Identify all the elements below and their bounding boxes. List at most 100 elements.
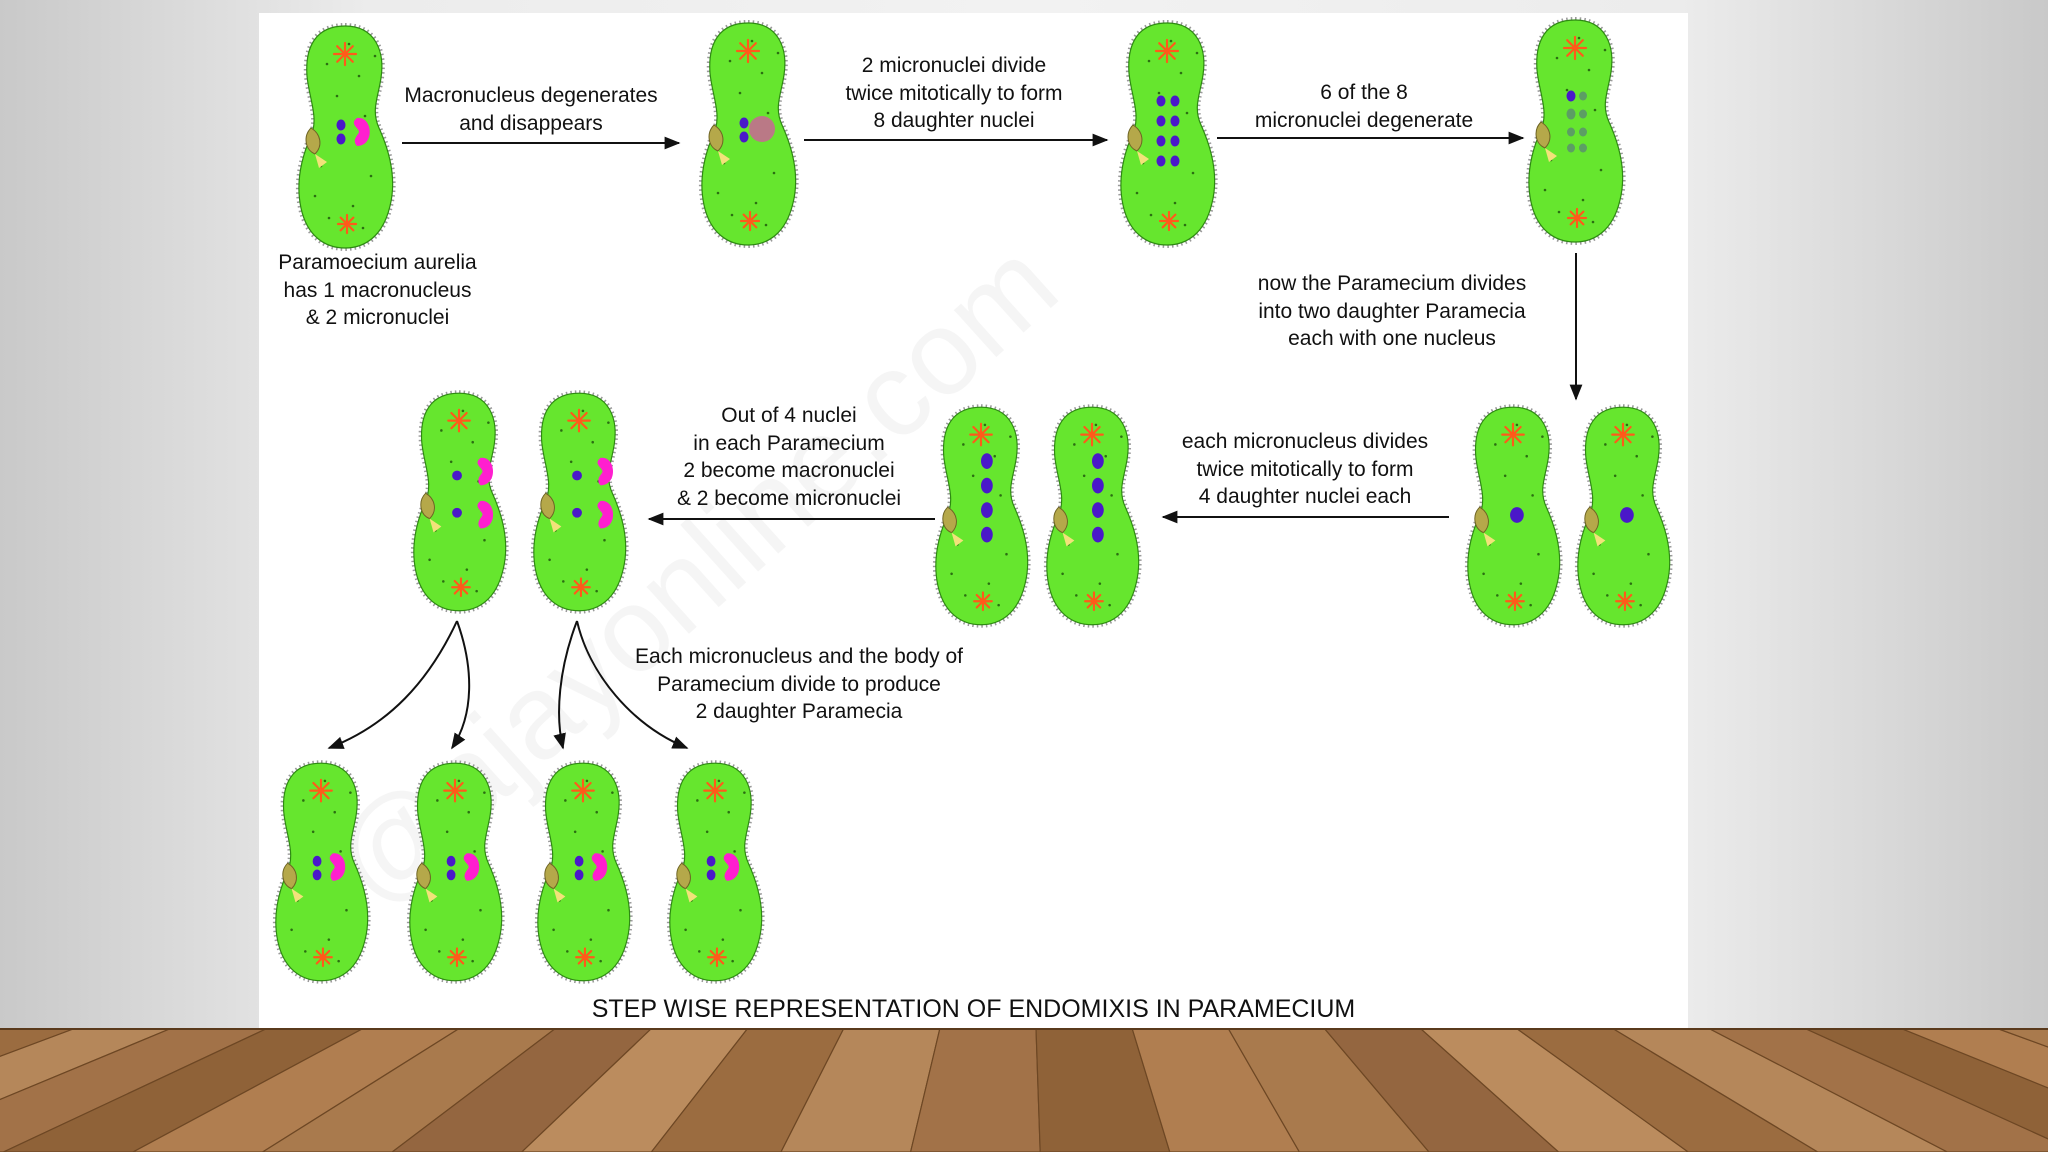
contractile-vacuole-icon xyxy=(451,577,471,598)
floor-plank xyxy=(780,1028,941,1152)
gullet xyxy=(1137,151,1149,165)
label-initial-state: Paramoecium aurelia has 1 macronucleus &… xyxy=(278,251,477,329)
contractile-vacuole-icon xyxy=(1158,210,1180,232)
contractile-vacuole-icon xyxy=(1501,422,1525,447)
micronucleus xyxy=(1579,91,1587,101)
contractile-vacuole-icon xyxy=(1154,38,1180,64)
micronucleus xyxy=(1170,155,1180,167)
floor-plank xyxy=(1131,1028,1301,1152)
micronucleus xyxy=(706,855,716,867)
micronucleus xyxy=(1567,143,1575,153)
contractile-vacuole-icon xyxy=(1615,591,1635,612)
micronucleus xyxy=(336,133,346,145)
cell-body xyxy=(1120,22,1216,246)
macronucleus xyxy=(597,500,614,529)
contractile-vacuole-icon xyxy=(703,778,727,803)
micronucleus xyxy=(1620,507,1634,523)
floor-plank xyxy=(1995,1028,2048,1048)
floor-plank xyxy=(909,1028,1041,1152)
cytoplasm-granules xyxy=(1135,39,1199,227)
paramecium-cell xyxy=(698,19,799,249)
macronucleus xyxy=(477,457,494,486)
micronucleus xyxy=(572,470,582,481)
floor-plank xyxy=(1323,1028,1560,1152)
contractile-vacuole-icon xyxy=(707,947,727,968)
diagram-slide: @ajayonline.com Paramoecium aurelia has … xyxy=(259,13,1688,1028)
contractile-vacuole-icon xyxy=(1562,35,1588,61)
gullet xyxy=(951,532,964,547)
gullet xyxy=(291,888,304,903)
micronucleus xyxy=(1092,502,1104,518)
gullet xyxy=(1483,532,1496,547)
paramecium-cell xyxy=(1464,404,1563,628)
cell-body xyxy=(935,406,1029,626)
label-step6: Out of 4 nuclei in each Paramecium 2 bec… xyxy=(676,404,902,510)
floor-plank xyxy=(1803,1028,2048,1140)
micronucleus xyxy=(739,131,749,143)
floor-plank xyxy=(1707,1028,2048,1152)
micronucleus xyxy=(1092,453,1104,469)
arrow-split-left-b xyxy=(451,620,471,750)
floor-plank xyxy=(261,1028,557,1152)
gullet xyxy=(425,888,438,903)
gullet xyxy=(1545,148,1557,162)
paramecium-cell xyxy=(932,404,1031,628)
contractile-vacuole-icon xyxy=(309,778,333,803)
micronucleus xyxy=(1156,95,1166,107)
micronucleus xyxy=(446,855,456,867)
micronucleus xyxy=(981,502,993,518)
floor-plank xyxy=(1419,1028,1690,1152)
paramecium-cell xyxy=(406,760,505,984)
micronucleus xyxy=(1567,127,1575,137)
oral-groove xyxy=(1584,506,1599,534)
micronucleus xyxy=(1579,127,1587,137)
oral-groove xyxy=(544,862,559,890)
micronucleus xyxy=(1170,115,1180,127)
contractile-vacuole-icon xyxy=(332,41,358,67)
contractile-vacuole-icon xyxy=(1566,207,1588,229)
contractile-vacuole-icon xyxy=(571,577,591,598)
label-step5: each micronucleus divides twice mitotica… xyxy=(1181,430,1429,508)
oral-groove xyxy=(1053,506,1068,534)
paramecium-cell xyxy=(1117,19,1218,249)
floor-plank xyxy=(1514,1028,1819,1152)
label-step3: 6 of the 8 micronuclei degenerate xyxy=(1254,81,1474,132)
label-step7: Each micronucleus and the body of Parame… xyxy=(634,645,964,723)
micronucleus xyxy=(739,117,749,129)
micronucleus xyxy=(1156,135,1166,147)
micronucleus xyxy=(312,855,322,867)
contractile-vacuole-icon xyxy=(447,408,471,433)
micronucleus xyxy=(706,869,716,881)
cell-body xyxy=(413,392,507,612)
micronucleus xyxy=(981,526,993,543)
gullet xyxy=(553,888,566,903)
gullet xyxy=(1593,532,1606,547)
micronucleus xyxy=(452,470,462,481)
paramecium-cell xyxy=(666,760,765,984)
contractile-vacuole-icon xyxy=(571,778,595,803)
floor-plank xyxy=(650,1028,845,1152)
macronucleus xyxy=(353,117,370,146)
micronucleus xyxy=(1566,90,1576,102)
macronucleus xyxy=(329,853,346,881)
label-step1: Macronucleus degenerates and disappears xyxy=(404,84,658,135)
cell-body xyxy=(669,762,763,982)
contractile-vacuole-icon xyxy=(739,210,761,232)
micronucleus xyxy=(1092,477,1104,494)
contractile-vacuole-icon xyxy=(1505,591,1525,612)
cell-body xyxy=(275,762,369,982)
cytoplasm-granules xyxy=(716,39,780,227)
contractile-vacuole-icon xyxy=(1084,591,1104,612)
floor-plank xyxy=(391,1028,653,1152)
paramecium-cell xyxy=(1574,404,1673,628)
paramecium-cell xyxy=(295,22,396,252)
micronucleus xyxy=(452,507,462,518)
cell-body xyxy=(533,392,627,612)
floor-plank xyxy=(3,1028,365,1152)
floor-plank xyxy=(1610,1028,1948,1152)
micronucleus xyxy=(1092,526,1104,543)
contractile-vacuole-icon xyxy=(447,947,467,968)
micronucleus xyxy=(574,869,584,881)
paramecium-cell xyxy=(1043,404,1142,628)
contractile-vacuole-icon xyxy=(1611,422,1635,447)
